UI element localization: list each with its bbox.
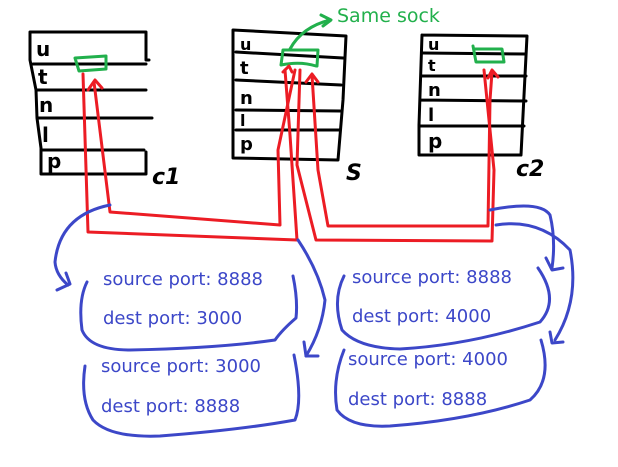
flow-arrow-s-to-c2: [494, 222, 575, 342]
arrowhead-s-left: [281, 64, 294, 74]
host-label-s: S: [346, 161, 362, 186]
host-label-c1: c1: [152, 165, 180, 190]
packet-bubble: source port: 8888 dest port: 4000: [336, 266, 551, 351]
arrowhead: [548, 330, 565, 345]
arrowhead-c2: [486, 68, 500, 80]
connection-line-outer: [295, 68, 496, 243]
connection-line-inner: [310, 70, 494, 228]
flow-arrow-c1-out: [53, 203, 112, 287]
socket-highlight-c1: [73, 54, 108, 73]
packet-flow-arrows: [53, 203, 575, 358]
arrowhead: [544, 256, 565, 272]
layer-label-l: l: [42, 123, 49, 147]
layer-label-l: l: [428, 105, 434, 126]
connection-s-c2: [295, 68, 500, 243]
layer-label-u: u: [36, 37, 50, 61]
bubble-outline: [79, 274, 299, 352]
packet-bubble: source port: 8888 dest port: 3000: [79, 269, 299, 352]
arrowhead-s-right: [304, 72, 320, 84]
source-port-label: source port: 8888: [352, 267, 512, 288]
bubble-outline: [334, 338, 547, 428]
arrowhead: [55, 271, 72, 292]
flow-arrow-c2-out: [488, 204, 556, 270]
host-stack-c1: u t n l p c1: [28, 30, 180, 190]
source-port-label: source port: 4000: [348, 349, 508, 370]
host-label-c2: c2: [516, 157, 544, 182]
layer-label-p: p: [428, 129, 442, 153]
layer-label-l: l: [240, 111, 245, 130]
connection-c1-s: [81, 64, 299, 242]
connection-line-inner: [92, 68, 297, 227]
annotation-label: Same sock: [337, 5, 440, 27]
flow-arrow-s-to-c1: [296, 238, 327, 358]
source-port-label: source port: 8888: [103, 269, 263, 290]
stack-outline: [231, 28, 348, 162]
packet-bubble: source port: 4000 dest port: 8888: [334, 338, 547, 428]
host-stack-c2: u t n l p c2: [417, 33, 544, 182]
dest-port-label: dest port: 8888: [348, 389, 487, 410]
layer-label-t: t: [38, 65, 48, 89]
layer-label-u: u: [240, 35, 251, 54]
dest-port-label: dest port: 3000: [103, 308, 242, 329]
dest-port-label: dest port: 4000: [352, 306, 491, 327]
bubble-outline: [82, 353, 301, 438]
socket-highlight-s: [279, 48, 320, 68]
packet-bubble: source port: 3000 dest port: 8888: [82, 353, 301, 438]
bubble-outline: [336, 266, 551, 351]
layer-label-n: n: [39, 93, 53, 117]
layer-label-n: n: [428, 80, 441, 101]
layer-label-t: t: [428, 56, 436, 75]
layer-label-p: p: [47, 149, 61, 173]
annotation-arrow: [288, 13, 333, 51]
stack-outline: [28, 30, 154, 176]
layer-label-u: u: [428, 35, 439, 54]
source-port-label: source port: 3000: [101, 356, 261, 377]
connection-line-outer: [81, 68, 299, 242]
layer-label-t: t: [240, 58, 249, 79]
host-stack-s: u t n l p S: [231, 28, 362, 186]
arrowhead: [302, 340, 320, 358]
same-socket-annotation: Same sock: [288, 5, 440, 51]
layer-label-n: n: [240, 88, 253, 109]
arrowhead-c1: [86, 78, 104, 92]
dest-port-label: dest port: 8888: [101, 396, 240, 417]
layer-label-p: p: [240, 134, 253, 155]
socket-highlight-c2: [471, 44, 506, 64]
